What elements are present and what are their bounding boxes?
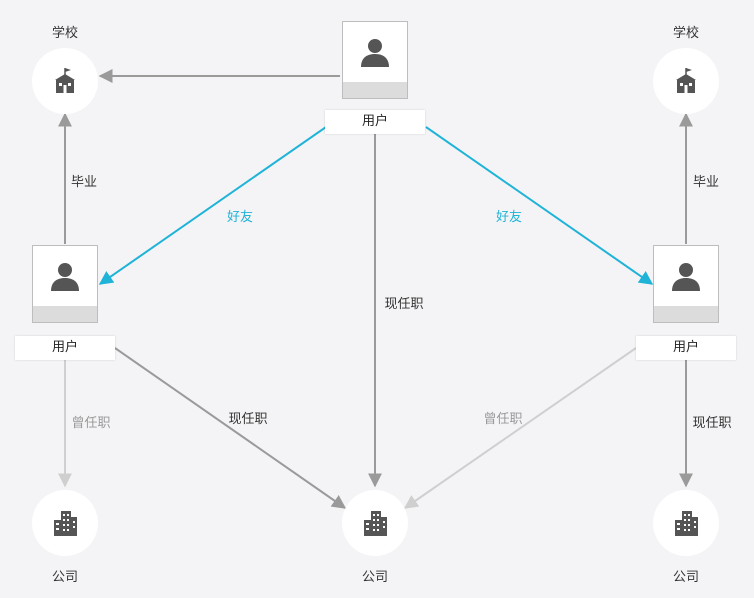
edge-right-former-job [403,347,637,509]
user-right-label: 用户 [636,336,736,360]
school-icon [676,68,696,93]
building-icon [675,511,698,536]
edge-label-right-graduated: 毕业 [692,175,720,190]
user-top-label: 用户 [325,110,425,134]
company-left-node[interactable] [32,490,98,556]
user-icon [672,263,700,291]
edge-label-top-current-job: 现任职 [384,297,424,312]
edge-label-friend-left: 好友 [226,210,254,225]
company-right-node[interactable] [653,490,719,556]
edge-label-right-former-job: 曾任职 [483,412,523,427]
user-left-label: 用户 [15,336,115,360]
building-icon [364,511,387,536]
company-right-label: 公司 [672,570,699,585]
company-left-label: 公司 [51,570,78,585]
edge-left-current-job [114,347,347,509]
company-mid-label: 公司 [361,570,388,585]
school-icon [55,68,75,93]
user-icon [361,39,389,67]
school-left-node[interactable] [32,48,98,114]
edge-label-right-current-job: 现任职 [692,416,732,431]
building-icon [54,511,77,536]
user-left-card[interactable] [32,245,98,323]
edge-friend-left [98,126,327,285]
edge-label-left-graduated: 毕业 [70,175,98,190]
user-top-card[interactable] [342,21,408,99]
edge-label-left-current-job: 现任职 [228,412,268,427]
user-icon [51,263,79,291]
edge-label-left-former-job: 曾任职 [71,416,111,431]
school-left-label: 学校 [51,26,78,41]
user-right-card[interactable] [653,245,719,323]
company-mid-node[interactable] [342,490,408,556]
edge-label-friend-right: 好友 [495,210,523,225]
edge-friend-right [425,126,654,285]
school-right-node[interactable] [653,48,719,114]
school-right-label: 学校 [672,26,699,41]
